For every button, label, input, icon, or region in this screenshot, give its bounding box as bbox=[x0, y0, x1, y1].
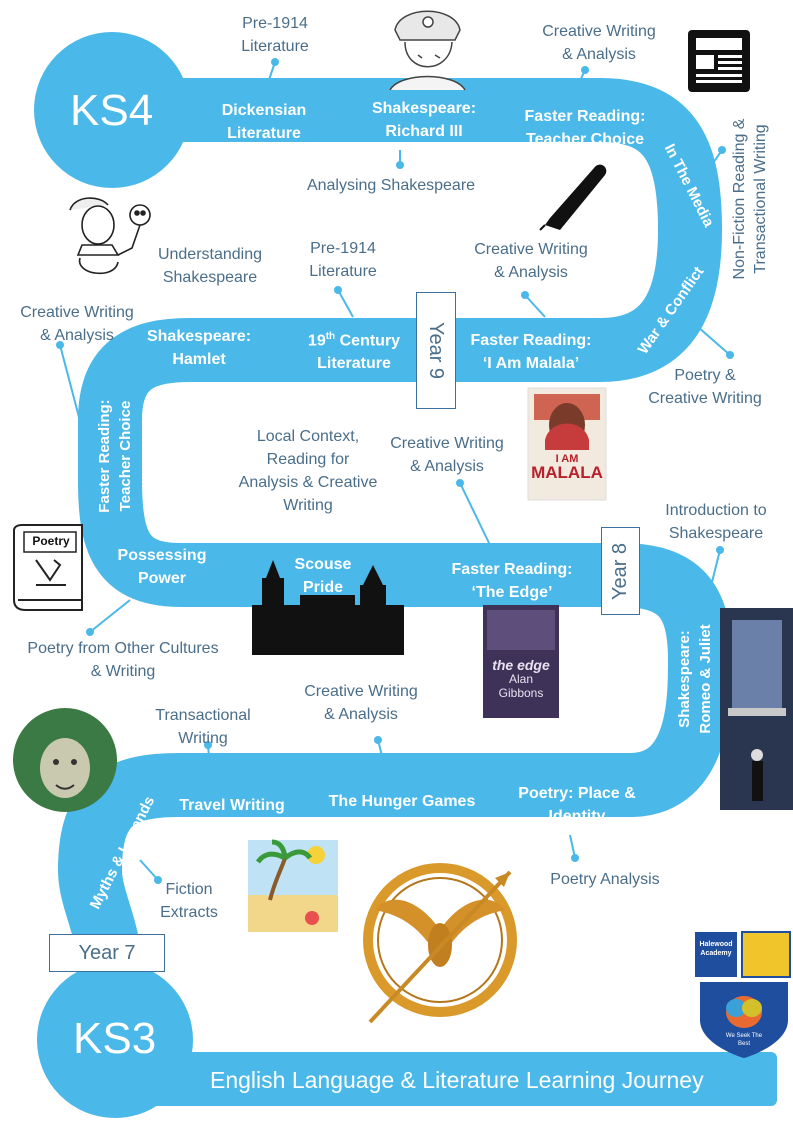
annotation-cw-y7: Creative Writing& Analysis bbox=[304, 683, 418, 723]
pen-icon bbox=[539, 164, 607, 231]
topic-hamlet: Shakespeare:Hamlet bbox=[146, 328, 252, 368]
journey-road bbox=[58, 78, 732, 1030]
liverpool-skyline bbox=[252, 560, 404, 655]
mockingjay-pin bbox=[363, 863, 517, 1024]
annotation-cw-mid: Creative Writing& Analysis bbox=[474, 241, 588, 281]
year-9-box: Year 9 bbox=[416, 292, 456, 409]
year-8-box: Year 8 bbox=[601, 527, 640, 615]
school-crest bbox=[695, 931, 791, 1058]
topic-malala: Faster Reading:‘I Am Malala’ bbox=[470, 332, 592, 372]
malala-book-cover bbox=[527, 387, 607, 501]
hamlet-figure bbox=[69, 197, 151, 275]
annotation-cw-top: Creative Writing& Analysis bbox=[542, 23, 656, 63]
page-title: English Language & Literature Learning J… bbox=[210, 1067, 704, 1093]
annotation-cw-left: Creative Writing& Analysis bbox=[20, 304, 134, 344]
richard-iii-portrait bbox=[389, 10, 466, 91]
medusa-image bbox=[13, 708, 117, 812]
crest-motto: We Seek The Best bbox=[725, 1033, 763, 1047]
crest-name: Halewood Academy bbox=[699, 941, 733, 957]
ks4-label: KS4 bbox=[70, 86, 154, 135]
title-bar bbox=[150, 1052, 777, 1106]
topic-hunger-games: The Hunger Games bbox=[328, 793, 476, 810]
topic-romeo-juliet: Shakespeare:Romeo & Juliet bbox=[676, 624, 714, 734]
year-9-label: Year 9 bbox=[425, 321, 448, 380]
annotation-analysing-shakespeare: Analysing Shakespeare bbox=[306, 177, 476, 194]
malala-cover-title: I AM MALALA bbox=[531, 453, 603, 482]
edge-cover-title: the edge Alan Gibbons bbox=[492, 657, 550, 700]
newspaper-icon bbox=[688, 30, 750, 92]
year-7-box: Year 7 bbox=[49, 934, 165, 972]
annotation-poetry-other-cultures: Poetry from Other Cultures& Writing bbox=[27, 640, 219, 680]
annotation-poetry-analysis: Poetry Analysis bbox=[550, 871, 660, 888]
connectors bbox=[56, 58, 734, 884]
topic-faster-reading-y8: Faster Reading:Teacher Choice bbox=[96, 399, 134, 513]
the-edge-book-cover bbox=[483, 605, 559, 718]
topic-place-identity: Poetry: Place &Identity bbox=[518, 785, 636, 825]
year-8-label: Year 8 bbox=[609, 542, 631, 600]
poetry-book-icon bbox=[13, 524, 83, 611]
topic-the-edge: Faster Reading:‘The Edge’ bbox=[451, 561, 573, 601]
beach-image bbox=[248, 839, 338, 932]
annotation-cw-y8: Creative Writing& Analysis bbox=[390, 435, 504, 475]
topic-travel-writing: Travel Writing bbox=[179, 797, 285, 814]
poetry-book-label: Poetry bbox=[32, 534, 70, 548]
annotation-nonfiction: Non-Fiction Reading &Transactional Writi… bbox=[731, 118, 769, 280]
topic-richard-iii: Shakespeare:Richard III bbox=[371, 100, 477, 140]
ks3-label: KS3 bbox=[73, 1014, 157, 1063]
topic-faster-reading-ks4: Faster Reading:Teacher Choice bbox=[524, 108, 646, 148]
ks4-circle bbox=[34, 32, 190, 188]
romeo-juliet-image bbox=[720, 608, 793, 810]
annotation-poetry-creative: Poetry &Creative Writing bbox=[648, 367, 762, 407]
